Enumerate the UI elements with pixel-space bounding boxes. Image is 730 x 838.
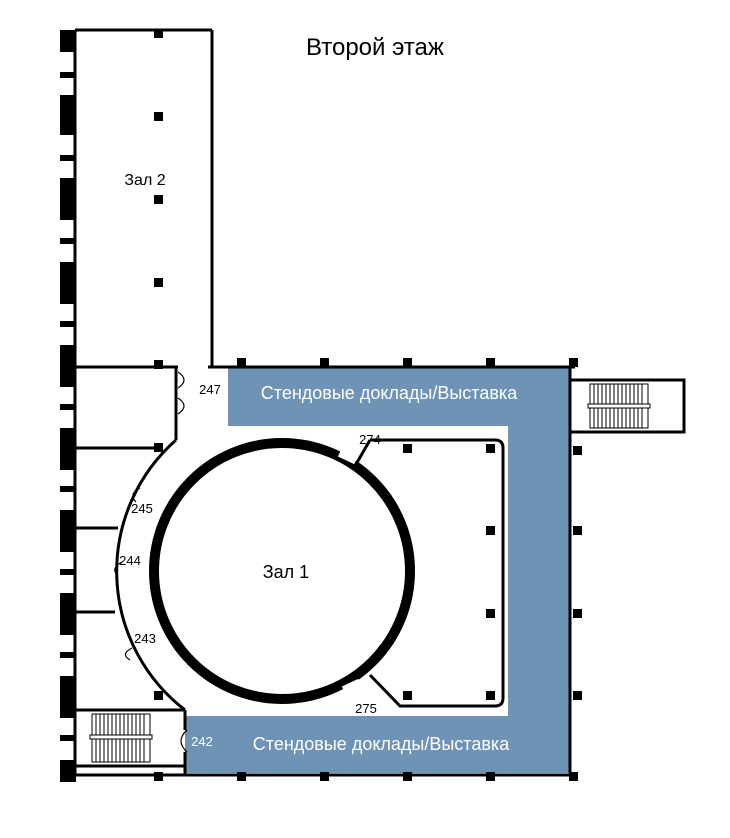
hall-1-circle [149, 438, 415, 704]
hall-2-label: Зал 2 [124, 172, 165, 189]
door-245-label: 245 [131, 501, 153, 516]
floor-title: Второй этаж [306, 34, 444, 61]
hall-1-label: Зал 1 [263, 562, 309, 582]
door-gap-275 [341, 678, 365, 700]
exhibition-bottom-label: Стендовые доклады/Выставка [253, 734, 510, 754]
door-275-label: 275 [355, 701, 377, 716]
left-staircase [89, 713, 153, 763]
exhibition-top-label: Стендовые доклады/Выставка [261, 383, 518, 403]
hall-1-side-room [368, 438, 505, 708]
left-facade [60, 30, 76, 782]
door-244-label: 244 [119, 553, 141, 568]
door-symbols [114, 371, 188, 753]
door-gap-274 [337, 443, 361, 465]
door-247-label: 247 [199, 382, 221, 397]
door-243-label: 243 [134, 631, 156, 646]
curved-corridor-wall [115, 438, 186, 712]
right-staircase [568, 378, 686, 434]
door-242-label: 242 [191, 734, 213, 749]
door-274-label: 274 [359, 432, 381, 447]
columns [154, 29, 582, 781]
exhibition-area [185, 367, 570, 773]
